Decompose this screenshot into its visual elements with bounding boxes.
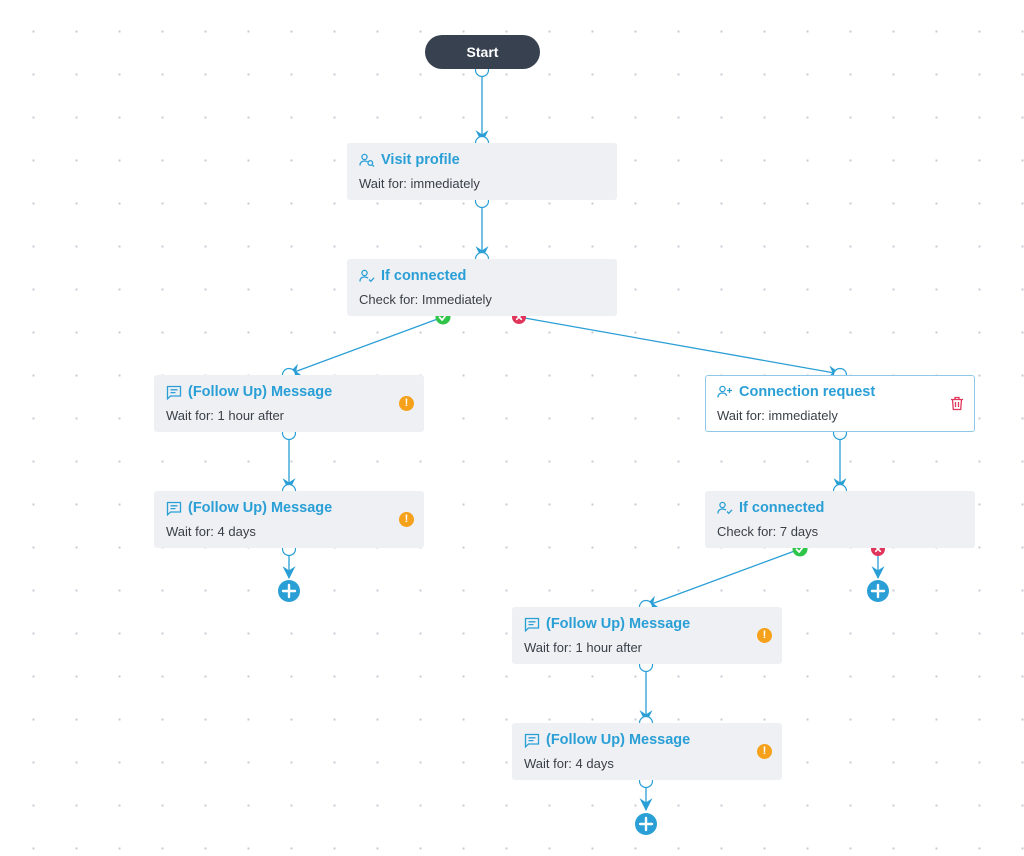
step-title: Connection request [739,384,876,400]
step-title: Visit profile [381,152,460,168]
step-visit-profile[interactable]: Visit profile Wait for: immediately [347,143,617,200]
message-icon [166,385,182,400]
step-wait-text: Wait for: immediately [717,408,838,423]
add-step-button-b[interactable] [867,580,889,602]
step-title: If connected [739,500,825,516]
step-title: (Follow Up) Message [188,384,333,400]
message-icon [524,733,540,748]
step-if-connected-1[interactable]: If connected Check for: Immediately [347,259,617,316]
edge-ifc1-yes-msgA1 [287,316,444,376]
visit-profile-icon [359,153,375,167]
trash-icon[interactable] [950,396,964,411]
if-connected-icon [359,269,375,283]
message-icon [524,617,540,632]
step-message-a2[interactable]: (Follow Up) Message Wait for: 4 days ! [154,491,424,548]
step-wait-text: Wait for: 1 hour after [166,408,285,423]
step-connection-request[interactable]: Connection request Wait for: immediately [705,375,975,432]
step-title: (Follow Up) Message [546,616,691,632]
warning-icon[interactable]: ! [399,512,414,527]
start-node[interactable]: Start [425,35,540,69]
step-check-text: Check for: 7 days [717,524,819,539]
step-title: If connected [381,268,467,284]
step-check-text: Check for: Immediately [359,292,492,307]
step-message-a1[interactable]: (Follow Up) Message Wait for: 1 hour aft… [154,375,424,432]
warning-icon[interactable]: ! [399,396,414,411]
step-wait-text: Wait for: 1 hour after [524,640,643,655]
step-wait-text: Wait for: 4 days [166,524,256,539]
step-title: (Follow Up) Message [188,500,333,516]
warning-icon[interactable]: ! [757,744,772,759]
step-if-connected-2[interactable]: If connected Check for: 7 days [705,491,975,548]
message-icon [166,501,182,516]
connection-request-icon [717,385,732,398]
step-message-b2[interactable]: (Follow Up) Message Wait for: 4 days ! [512,723,782,780]
step-wait-text: Wait for: immediately [359,176,480,191]
step-message-b1[interactable]: (Follow Up) Message Wait for: 1 hour aft… [512,607,782,664]
edge-ifc1-no-conn [518,316,842,379]
step-title: (Follow Up) Message [546,732,691,748]
add-step-button-c[interactable] [635,813,657,835]
step-wait-text: Wait for: 4 days [524,756,614,771]
warning-icon[interactable]: ! [757,628,772,643]
add-step-button-a[interactable] [278,580,300,602]
if-connected-icon [717,501,733,515]
edge-ifc2-yes-msgB1 [644,548,801,608]
start-label: Start [466,44,499,60]
